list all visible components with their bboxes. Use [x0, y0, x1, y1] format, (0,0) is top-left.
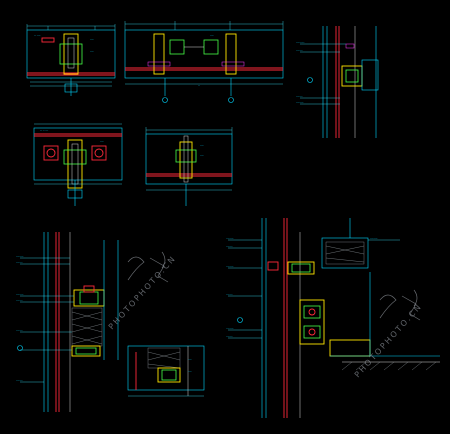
svg-text:-------: -------: [296, 95, 303, 98]
detail-2: -- ----: [124, 21, 284, 103]
svg-text:--------: --------: [370, 237, 378, 240]
svg-text:-- -- ---: -- -- ---: [40, 129, 48, 132]
svg-text:--------: --------: [226, 327, 234, 330]
watermark-text: PHOTOPHOTO.CN: [107, 254, 178, 332]
nipic-watermark-logo: [127, 251, 169, 283]
nipic-watermark-logo-2: [379, 289, 421, 321]
svg-text:----: ----: [188, 358, 192, 361]
svg-text:----: ----: [90, 38, 94, 41]
svg-text:-------: -------: [16, 379, 23, 382]
detail-5: ---- ----: [145, 127, 233, 206]
watermark-left: PHOTOPHOTO.CN: [107, 251, 178, 332]
detail-6: -------- ------- -------- ------- ------…: [16, 232, 119, 412]
svg-text:---------: ---------: [296, 41, 304, 44]
svg-text:----: ----: [200, 154, 204, 157]
svg-text:-------: -------: [296, 49, 303, 52]
svg-text:-------: -------: [226, 293, 233, 296]
svg-text:--------: --------: [296, 101, 304, 104]
svg-text:-------: -------: [226, 335, 233, 338]
svg-text:-------: -------: [16, 329, 23, 332]
svg-text:--------: --------: [226, 237, 234, 240]
svg-text:-- ----: -- ----: [34, 34, 41, 37]
watermark-right: PHOTOPHOTO.CN: [353, 289, 424, 380]
svg-text:-------: -------: [16, 261, 23, 264]
svg-text:--------: --------: [16, 293, 24, 296]
detail-7: ---- ----: [127, 345, 205, 397]
svg-text:----: ----: [90, 50, 94, 53]
svg-text:-------: -------: [226, 245, 233, 248]
svg-text:----: ----: [200, 144, 204, 147]
svg-text:--------: --------: [16, 255, 24, 258]
watermark-text-2: PHOTOPHOTO.CN: [353, 302, 424, 380]
detail-1: -- ---- ---- ----: [26, 24, 116, 96]
svg-text:-------: -------: [16, 299, 23, 302]
detail-4: -- -- --- ----: [33, 123, 123, 206]
detail-3: --------- ------- ------- --------: [296, 26, 379, 138]
svg-text:----: ----: [100, 140, 104, 143]
svg-text:--------: --------: [226, 265, 234, 268]
svg-text:----: ----: [188, 370, 192, 373]
detail-8: -------- ------- -------- ------- ------…: [226, 218, 440, 418]
svg-text:--: --: [198, 84, 200, 87]
svg-text:----: ----: [210, 34, 214, 37]
